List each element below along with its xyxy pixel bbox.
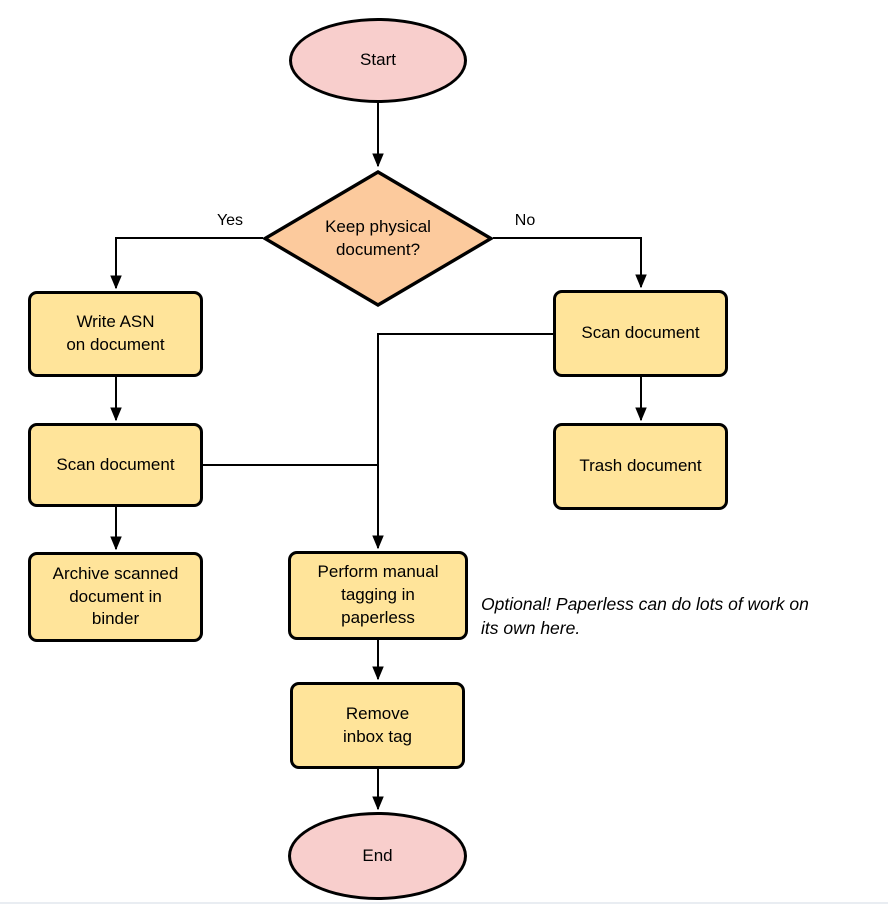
node-scan-document-left: Scan document	[28, 423, 203, 507]
node-decision-keep-physical: Keep physical document?	[263, 170, 493, 307]
node-write-asn-label: Write ASN on document	[66, 312, 165, 354]
node-scan-left-label: Scan document	[56, 454, 175, 474]
note-optional-paperless: Optional! Paperless can do lots of work …	[481, 594, 809, 639]
diamond-shape	[263, 170, 493, 307]
node-remove-inbox-tag: Remove inbox tag	[290, 682, 465, 769]
node-start: Start	[289, 18, 467, 103]
node-perform-label: Perform manual tagging in paperless	[317, 562, 439, 627]
node-start-label: Start	[360, 50, 396, 70]
node-remove-label: Remove inbox tag	[343, 703, 412, 746]
node-archive-in-binder: Archive scanned document in binder	[28, 552, 203, 642]
edge-label-yes: Yes	[216, 212, 244, 229]
node-end-label: End	[362, 845, 393, 865]
edge-label-no: No	[514, 212, 536, 229]
node-perform-manual-tagging: Perform manual tagging in paperless	[288, 551, 468, 640]
node-write-asn: Write ASN on document	[28, 291, 203, 377]
node-archive-label: Archive scanned document in binder	[52, 563, 179, 629]
node-decision-label: Keep physical document?	[325, 216, 431, 259]
node-scan-document-right: Scan document	[553, 290, 728, 377]
bottom-divider	[0, 902, 888, 904]
node-trash-document: Trash document	[553, 423, 728, 510]
node-scan-right-label: Scan document	[581, 323, 700, 343]
node-end: End	[288, 812, 467, 900]
node-trash-label: Trash document	[579, 456, 702, 476]
edge-decision-to-scan-right	[493, 237, 641, 287]
edge-decision-to-write-asn	[116, 237, 263, 288]
edge-scan-right-to-perform	[378, 333, 553, 548]
